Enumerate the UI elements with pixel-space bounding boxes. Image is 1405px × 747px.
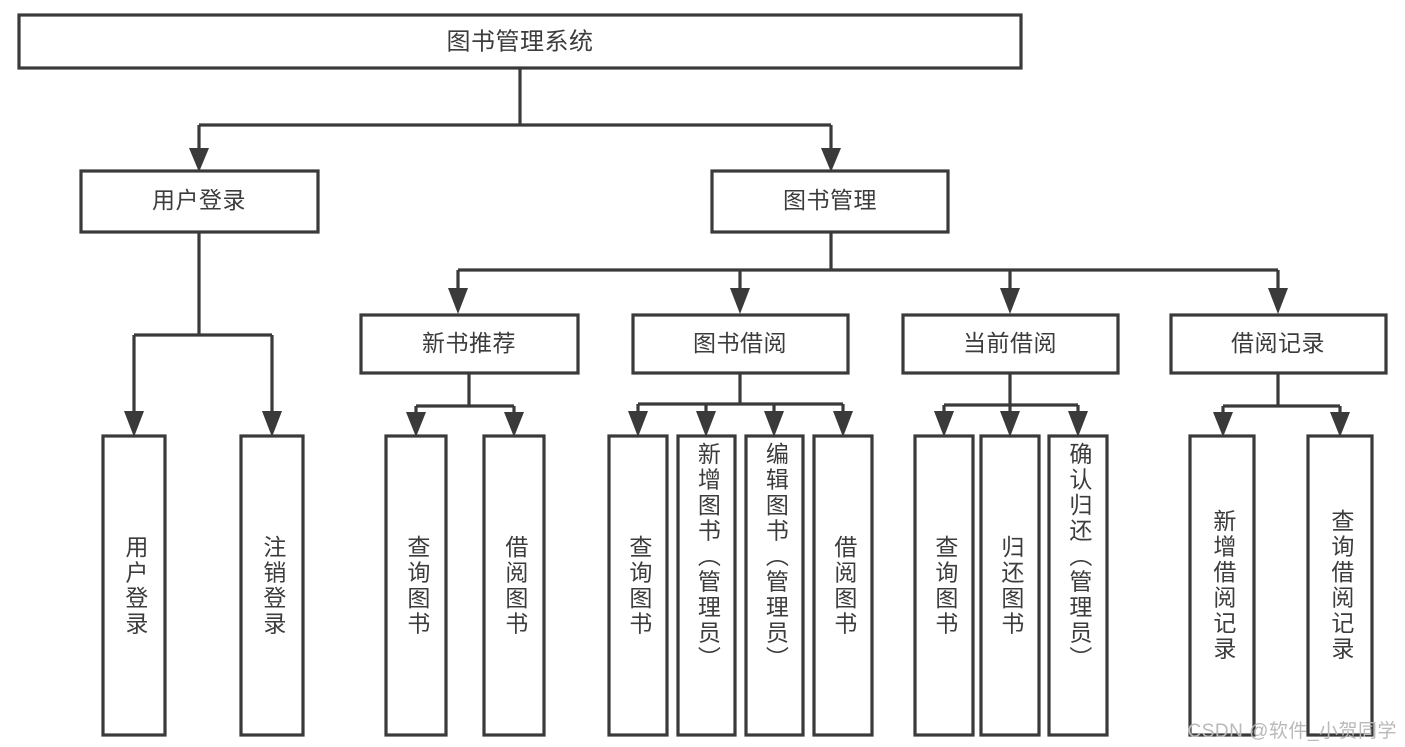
leaf-user-login-rect[interactable] xyxy=(101,434,167,737)
leaf-add-record-rect[interactable] xyxy=(1188,434,1256,737)
node-current-borrow-label: 当前借阅 xyxy=(963,330,1057,356)
arrowhead-book-management xyxy=(821,148,841,172)
arrowhead-leaf-confirm-return xyxy=(1068,411,1088,437)
leaf-query-book-3-rect[interactable] xyxy=(913,434,975,737)
node-book-borrow-rect[interactable] xyxy=(631,313,850,375)
leaf-query-book-1-rect[interactable] xyxy=(384,434,448,737)
arrowhead-leaf-logout-login xyxy=(262,411,282,437)
node-root[interactable]: 图书管理系统 xyxy=(17,13,1023,70)
node-user-login-rect[interactable] xyxy=(79,169,320,234)
leaf-edit-book-rect[interactable] xyxy=(744,434,805,737)
leaf-query-book-2-rect[interactable] xyxy=(607,434,669,737)
node-new-book-recommend-label: 新书推荐 xyxy=(422,330,516,356)
leaf-logout-login-rect[interactable] xyxy=(239,434,305,737)
arrowhead-leaf-query-book-2 xyxy=(628,411,648,437)
node-book-management[interactable]: 图书管理 xyxy=(710,169,950,234)
node-new-book-recommend[interactable]: 新书推荐 xyxy=(359,313,580,375)
leaf-confirm-return-rect[interactable] xyxy=(1047,434,1109,737)
arrowhead-leaf-query-book-3 xyxy=(934,411,954,437)
arrowhead-leaf-add-book xyxy=(696,411,716,437)
arrowhead-borrow-record xyxy=(1268,288,1288,314)
arrowhead-current-borrow xyxy=(1000,288,1020,314)
arrowhead-leaf-borrow-book-1 xyxy=(504,412,524,437)
arrowhead-leaf-query-record xyxy=(1330,412,1350,437)
arrowhead-leaf-edit-book xyxy=(764,411,784,437)
node-book-borrow-label: 图书借阅 xyxy=(693,330,787,356)
node-user-login-label: 用户登录 xyxy=(152,187,246,213)
node-current-borrow[interactable]: 当前借阅 xyxy=(901,313,1120,375)
arrowhead-leaf-borrow-book-2 xyxy=(833,411,853,437)
leaf-borrow-book-1-rect[interactable] xyxy=(482,434,546,737)
csdn-watermark: CSDN @软件_小贺同学 xyxy=(1187,721,1397,742)
node-user-login[interactable]: 用户登录 xyxy=(79,169,320,234)
node-root-rect[interactable] xyxy=(17,13,1023,70)
node-root-label: 图书管理系统 xyxy=(447,28,594,55)
arrowhead-leaf-query-book-1 xyxy=(406,412,426,437)
leaf-rect-layer xyxy=(101,434,1374,737)
arrowhead-book-borrow xyxy=(730,288,750,314)
arrowhead-user-login xyxy=(189,148,209,172)
leaf-add-book-rect[interactable] xyxy=(676,434,737,737)
arrowhead-new-book-recommend xyxy=(448,288,468,314)
arrowhead-leaf-add-record xyxy=(1213,412,1233,437)
leaf-query-record-rect[interactable] xyxy=(1306,434,1374,737)
arrowhead-leaf-return-book xyxy=(1000,411,1020,437)
node-current-borrow-rect[interactable] xyxy=(901,313,1120,375)
node-new-book-recommend-rect[interactable] xyxy=(359,313,580,375)
node-borrow-record-rect[interactable] xyxy=(1169,313,1388,375)
leaf-return-book-rect[interactable] xyxy=(979,434,1041,737)
node-book-borrow[interactable]: 图书借阅 xyxy=(631,313,850,375)
node-book-management-rect[interactable] xyxy=(710,169,950,234)
node-borrow-record-label: 借阅记录 xyxy=(1231,330,1325,356)
arrowhead-layer xyxy=(124,148,1350,437)
arrowhead-leaf-user-login xyxy=(124,411,144,437)
node-borrow-record[interactable]: 借阅记录 xyxy=(1169,313,1388,375)
node-book-management-label: 图书管理 xyxy=(783,187,877,213)
leaf-borrow-book-2-rect[interactable] xyxy=(812,434,874,737)
